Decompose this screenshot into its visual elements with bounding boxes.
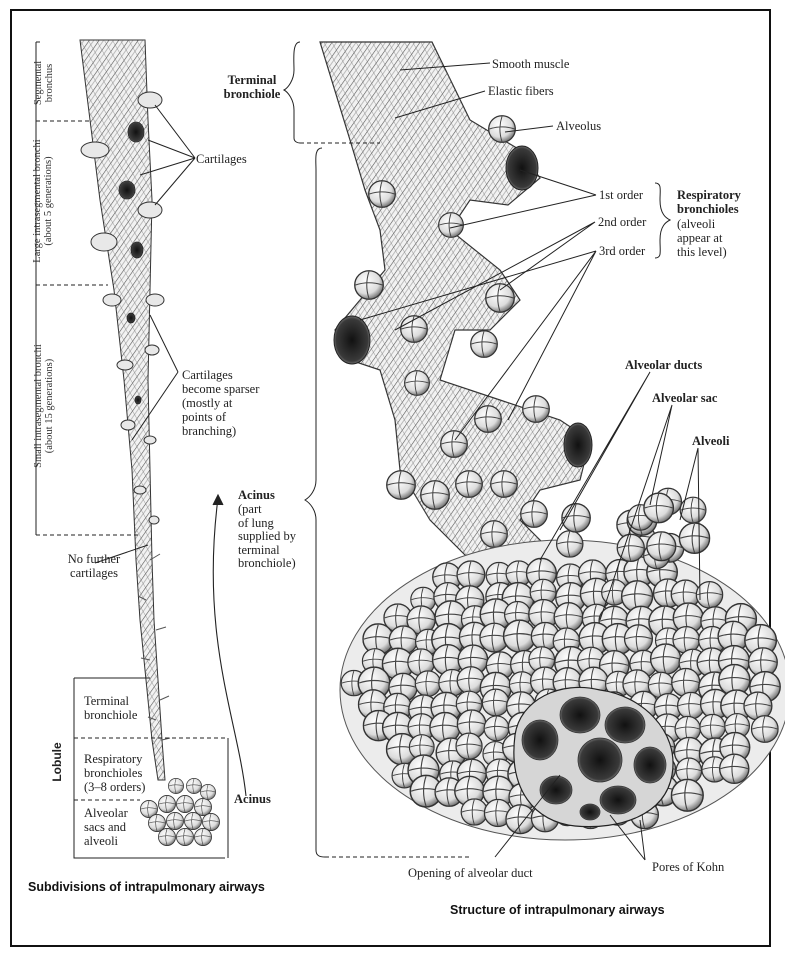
alveolus-sphere [752, 716, 779, 743]
alveolus-sphere [644, 493, 674, 523]
alveolus-sphere [554, 603, 583, 632]
alveolar-sac-label: Alveolar sac [652, 391, 717, 405]
respiratory-bronchioles-title: Respiratory bronchioles [677, 188, 741, 216]
alveolus-sphere [484, 716, 509, 741]
alveolus-sphere [415, 671, 440, 696]
elastic-fibers-label: Elastic fibers [488, 84, 554, 98]
second-order-label: 2nd order [598, 215, 646, 229]
lobule-label: Lobule [50, 737, 64, 787]
alveolus-sphere [461, 799, 487, 825]
terminal-bronchiole-title: Terminal bronchiole [212, 73, 292, 101]
respiratory-note: (alveoli appear at this level) [677, 217, 727, 259]
lobule-terminal-bronchiole: Terminal bronchiole [84, 694, 137, 722]
alveolus-sphere [506, 805, 535, 834]
terminal-bronchiole-drawing [320, 42, 592, 600]
right-figure-caption: Structure of intrapulmonary airways [450, 903, 665, 917]
alveolus-sphere [647, 532, 676, 561]
alveolus-sphere [680, 497, 706, 523]
alveolus-sphere [651, 644, 681, 674]
pores-of-kohn-label: Pores of Kohn [652, 860, 724, 874]
alveolus-label: Alveolus [556, 119, 601, 133]
cartilages-sparser-callout: Cartilages become sparser (mostly at poi… [182, 368, 259, 438]
lobule-alveolar-sacs: Alveolar sacs and alveoli [84, 806, 128, 848]
alveolus-sphere [720, 754, 749, 783]
large-intrasegmental-label: Large intrasegmental bronchi (about 5 ge… [32, 126, 54, 276]
segmental-bronchus-label: Segmental bronchus [33, 53, 55, 113]
alveolar-ducts-label: Alveolar ducts [625, 358, 702, 372]
alveolus-sphere [700, 714, 725, 739]
alveolus-sphere [482, 689, 509, 716]
alveolus-sphere [562, 504, 590, 532]
alveolus-sphere [557, 531, 583, 557]
acinus-definition-text: (part of lung supplied by terminal bronc… [238, 503, 296, 571]
alveoli-label: Alveoli [692, 434, 730, 448]
alveolus-sphere [672, 668, 700, 696]
first-order-label: 1st order [599, 188, 643, 202]
small-intrasegmental-label: Small intrasegmental bronchi (about 15 g… [33, 316, 55, 496]
third-order-label: 3rd order [599, 244, 645, 258]
no-further-cartilages-callout: No further cartilages [54, 552, 134, 580]
alveolar-sac-cluster [340, 488, 785, 840]
lobule-acinus-label: Acinus [234, 792, 271, 806]
cartilages-callout: Cartilages [196, 152, 247, 166]
opening-alveolar-duct-label: Opening of alveolar duct [408, 866, 533, 880]
left-figure-caption: Subdivisions of intrapulmonary airways [28, 880, 265, 894]
acinus-definition-title: Acinus [238, 488, 275, 502]
alveolus-sphere [457, 561, 485, 589]
lobule-respiratory-bronchioles: Respiratory bronchioles (3–8 orders) [84, 752, 145, 794]
alveolus-sphere [625, 625, 653, 653]
smooth-muscle-label: Smooth muscle [492, 57, 569, 71]
alveolus-sphere [679, 523, 709, 553]
alveolus-sphere [671, 779, 703, 811]
alveolus-sphere [456, 733, 482, 759]
